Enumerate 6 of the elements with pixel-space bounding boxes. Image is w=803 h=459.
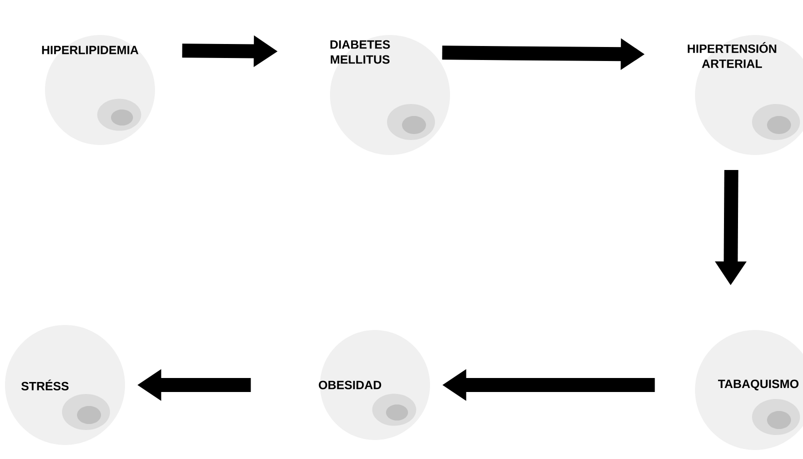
node-label: DIABETES MELLITUS xyxy=(330,40,390,64)
node-label: STRÉSS xyxy=(21,380,69,390)
node-label: HIPERLIPIDEMIA xyxy=(42,46,138,54)
node-label: TABAQUISMO xyxy=(718,380,798,390)
node-label: HIPERTENSIÓN ARTERIAL xyxy=(688,42,776,68)
node-label: OBESIDAD xyxy=(318,380,382,390)
